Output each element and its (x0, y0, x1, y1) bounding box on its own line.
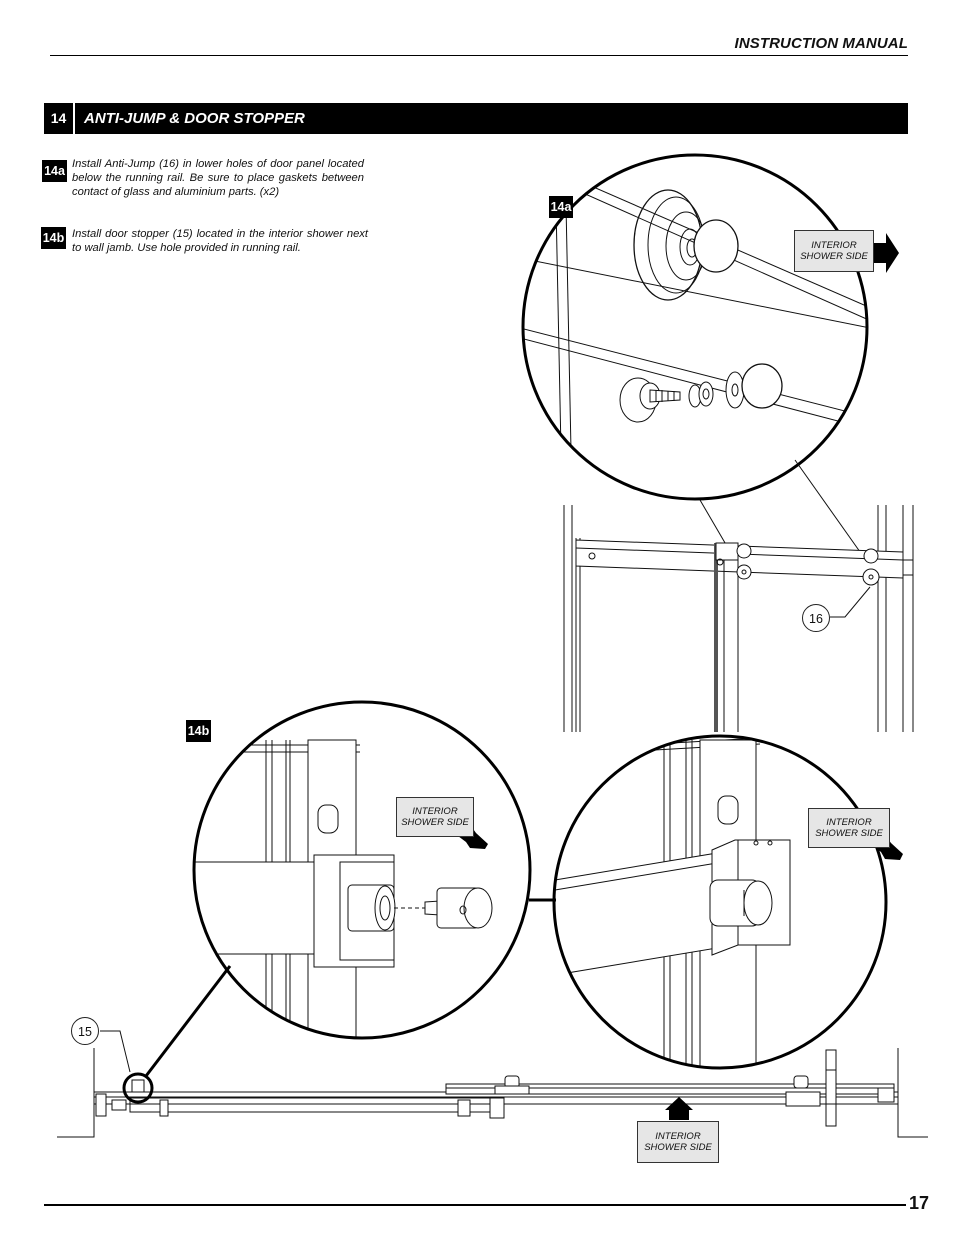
header-rule (50, 55, 908, 56)
footer-rule (44, 1204, 906, 1206)
interior-side-callout-b1: INTERIOR SHOWER SIDE (396, 797, 474, 837)
detail-circle-14b-right (554, 737, 791, 1068)
section-number: 14 (44, 103, 75, 134)
door-frame-elevation (563, 505, 914, 732)
section-header-bar: 14 ANTI-JUMP & DOOR STOPPER (44, 103, 908, 134)
step-badge-14a: 14a (42, 160, 67, 182)
page-number: 17 (908, 1193, 929, 1213)
part-number-door-stopper: 15 (71, 1017, 99, 1045)
arrow-right-icon (874, 233, 899, 273)
rail-plan-view (57, 1030, 928, 1138)
part-number-anti-jump: 16 (802, 604, 830, 632)
step-text-14a: Install Anti-Jump (16) in lower holes of… (72, 158, 364, 198)
interior-side-callout-a: INTERIOR SHOWER SIDE (794, 230, 874, 272)
step-text-14b: Install door stopper (15) located in the… (72, 228, 368, 254)
detail-badge-14a: 14a (549, 196, 573, 218)
detail-badge-14b: 14b (186, 720, 211, 742)
arrow-up-icon (665, 1097, 693, 1120)
step-badge-14b: 14b (41, 227, 66, 249)
detail-circle-14b-left (194, 739, 493, 1038)
section-title: ANTI-JUMP & DOOR STOPPER (84, 110, 305, 127)
interior-side-callout-b2: INTERIOR SHOWER SIDE (808, 808, 890, 848)
manual-header-title: INSTRUCTION MANUAL (734, 35, 908, 52)
interior-side-callout-bottom: INTERIOR SHOWER SIDE (637, 1121, 719, 1163)
